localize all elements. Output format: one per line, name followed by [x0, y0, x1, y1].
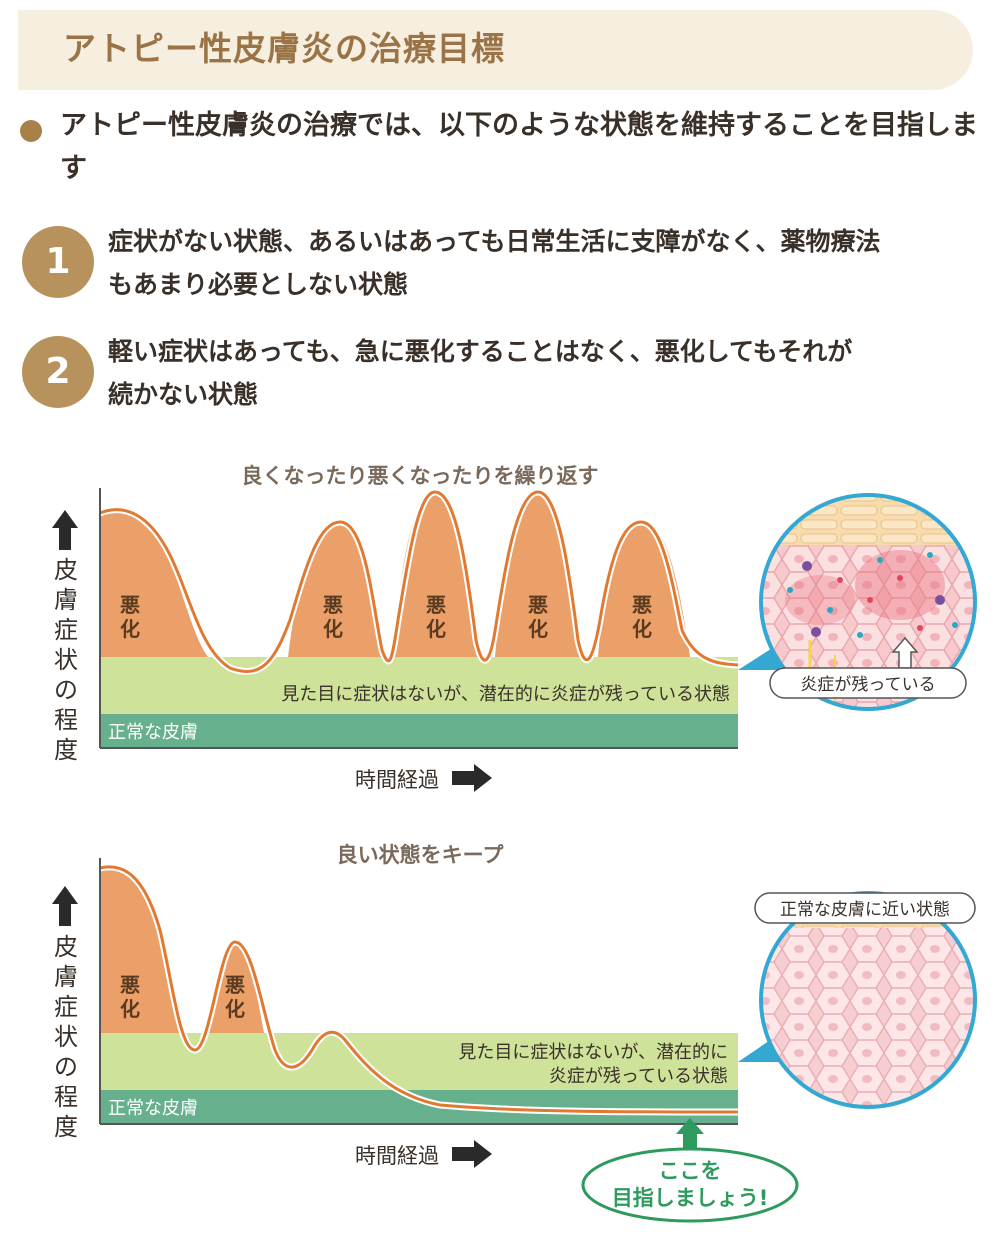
- chart-1-title: 良くなったり悪くなったりを繰り返す: [242, 464, 599, 488]
- chart-1: 良くなったり悪くなったりを繰り返す 悪化 悪化 悪化 悪化 悪化 見た目に症状は…: [52, 464, 977, 792]
- svg-text:化: 化: [426, 617, 446, 641]
- goal-1-line-2: もあまり必要としない状態: [108, 270, 409, 299]
- svg-text:悪: 悪: [120, 593, 140, 617]
- skin-normal-callout-text: 正常な皮膚に近い状態: [780, 900, 950, 920]
- y-label-char: 状: [54, 1023, 78, 1051]
- y-label-char: 膚: [54, 963, 78, 991]
- page-title: アトピー性皮膚炎の治療目標: [63, 29, 505, 68]
- chart-2-flare-label-2: 悪化: [225, 973, 245, 1021]
- y-label-char: 程: [54, 706, 78, 734]
- chart-1-flare-label-2: 悪化: [323, 593, 343, 641]
- y-label-char: 状: [54, 646, 78, 674]
- svg-text:化: 化: [225, 997, 245, 1021]
- goal-1-text: 症状がない状態、あるいはあっても日常生活に支障がなく、薬物療法 もあまり必要とし…: [108, 220, 978, 306]
- chart-1-flare-1: [100, 509, 208, 657]
- goal-2-line-2: 続かない状態: [108, 380, 259, 409]
- chart-2-flare-labels: 悪化 悪化: [120, 973, 245, 1021]
- chart-2-flare-1: [100, 866, 182, 1033]
- svg-text:悪: 悪: [528, 593, 548, 617]
- skin-inflamed-callout: [769, 667, 967, 699]
- svg-text:悪: 悪: [632, 593, 652, 617]
- svg-text:悪: 悪: [323, 593, 343, 617]
- goal-number-1: 1: [22, 226, 94, 298]
- y-label-char: 皮: [54, 933, 78, 961]
- chart-1-y-arrow-icon: [52, 510, 78, 550]
- chart-1-flare-label-4: 悪化: [528, 593, 548, 641]
- svg-text:化: 化: [323, 617, 343, 641]
- svg-text:化: 化: [632, 617, 652, 641]
- goal-1-line-1: 症状がない状態、あるいはあっても日常生活に支障がなく、薬物療法: [108, 227, 881, 256]
- svg-text:悪: 悪: [225, 973, 245, 997]
- chart-1-latent-label: 見た目に症状はないが、潜在的に炎症が残っている状態: [281, 684, 730, 705]
- svg-text:化: 化: [528, 617, 548, 641]
- title-bar: アトピー性皮膚炎の治療目標: [18, 10, 973, 90]
- y-label-char: の: [54, 1053, 78, 1081]
- chart-2-title: 良い状態をキープ: [337, 843, 505, 867]
- chart-2-flare-label-1: 悪化: [120, 973, 140, 1021]
- intro-text: アトピー性皮膚炎の治療では、以下のような状態を維持することを目指します: [60, 110, 978, 184]
- chart-2-curve: [99, 865, 739, 1114]
- chart-1-normal-band: [100, 714, 738, 748]
- y-label-char: 皮: [54, 556, 78, 584]
- svg-text:化: 化: [120, 617, 140, 641]
- chart-2-x-arrow-icon: [452, 1140, 492, 1168]
- chart-1-x-label: 時間経過: [355, 768, 439, 792]
- chart-2-latent-label-line-2: 炎症が残っている状態: [549, 1066, 728, 1087]
- goal-badge: [581, 1147, 799, 1223]
- svg-text:悪: 悪: [120, 973, 140, 997]
- y-label-char: 症: [54, 993, 78, 1021]
- skin-inflamed-callout-text: 炎症が残っている: [800, 675, 935, 695]
- y-label-char: 膚: [54, 586, 78, 614]
- chart-2-latent-band: [100, 1033, 738, 1090]
- chart-1-latent-band: [100, 657, 738, 714]
- goal-number-2: 2: [22, 336, 94, 408]
- chart-2-y-arrow-icon: [52, 886, 78, 926]
- skin-inflamed-illustration: 炎症が残っている: [738, 493, 977, 711]
- y-label-char: 程: [54, 1083, 78, 1111]
- chart-1-x-arrow-icon: [452, 764, 492, 792]
- y-label-char: 度: [54, 736, 78, 764]
- y-label-char: の: [54, 676, 78, 704]
- y-label-char: 症: [54, 616, 78, 644]
- goal-arrow-icon: [676, 1118, 704, 1150]
- y-label-char: 度: [54, 1113, 78, 1141]
- goal-badge-line-2: 目指しましょう!: [612, 1186, 769, 1210]
- goal-2-line-1: 軽い症状はあっても、急に悪化することはなく、悪化してもそれが: [108, 337, 853, 366]
- chart-2: 良い状態をキープ 悪化 悪化 見た目に症状はないが、潜在的に 炎症が残っている状…: [52, 843, 977, 1223]
- skin-normal-illustration: 正常な皮膚に近い状態: [738, 891, 977, 1109]
- chart-1-flare-label-5: 悪化: [632, 593, 652, 641]
- chart-1-curve: [99, 490, 739, 673]
- chart-1-flare-label-1: 悪化: [120, 593, 140, 641]
- chart-1-normal-label: 正常な皮膚: [108, 722, 198, 743]
- chart-1-flare-labels: 悪化 悪化 悪化 悪化 悪化: [120, 593, 652, 641]
- svg-text:悪: 悪: [426, 593, 446, 617]
- bullet-dot-icon: [20, 120, 42, 142]
- chart-2-x-label: 時間経過: [355, 1144, 439, 1168]
- chart-1-flare-label-3: 悪化: [426, 593, 446, 641]
- skin-normal-callout: [754, 892, 976, 924]
- chart-2-latent-label-line-1: 見た目に症状はないが、潜在的に: [458, 1042, 728, 1063]
- goal-badge-line-1: ここを: [659, 1159, 722, 1183]
- goal-2-text: 軽い症状はあっても、急に悪化することはなく、悪化してもそれが 続かない状態: [108, 330, 978, 416]
- svg-text:化: 化: [120, 997, 140, 1021]
- chart-2-normal-label: 正常な皮膚: [108, 1098, 198, 1119]
